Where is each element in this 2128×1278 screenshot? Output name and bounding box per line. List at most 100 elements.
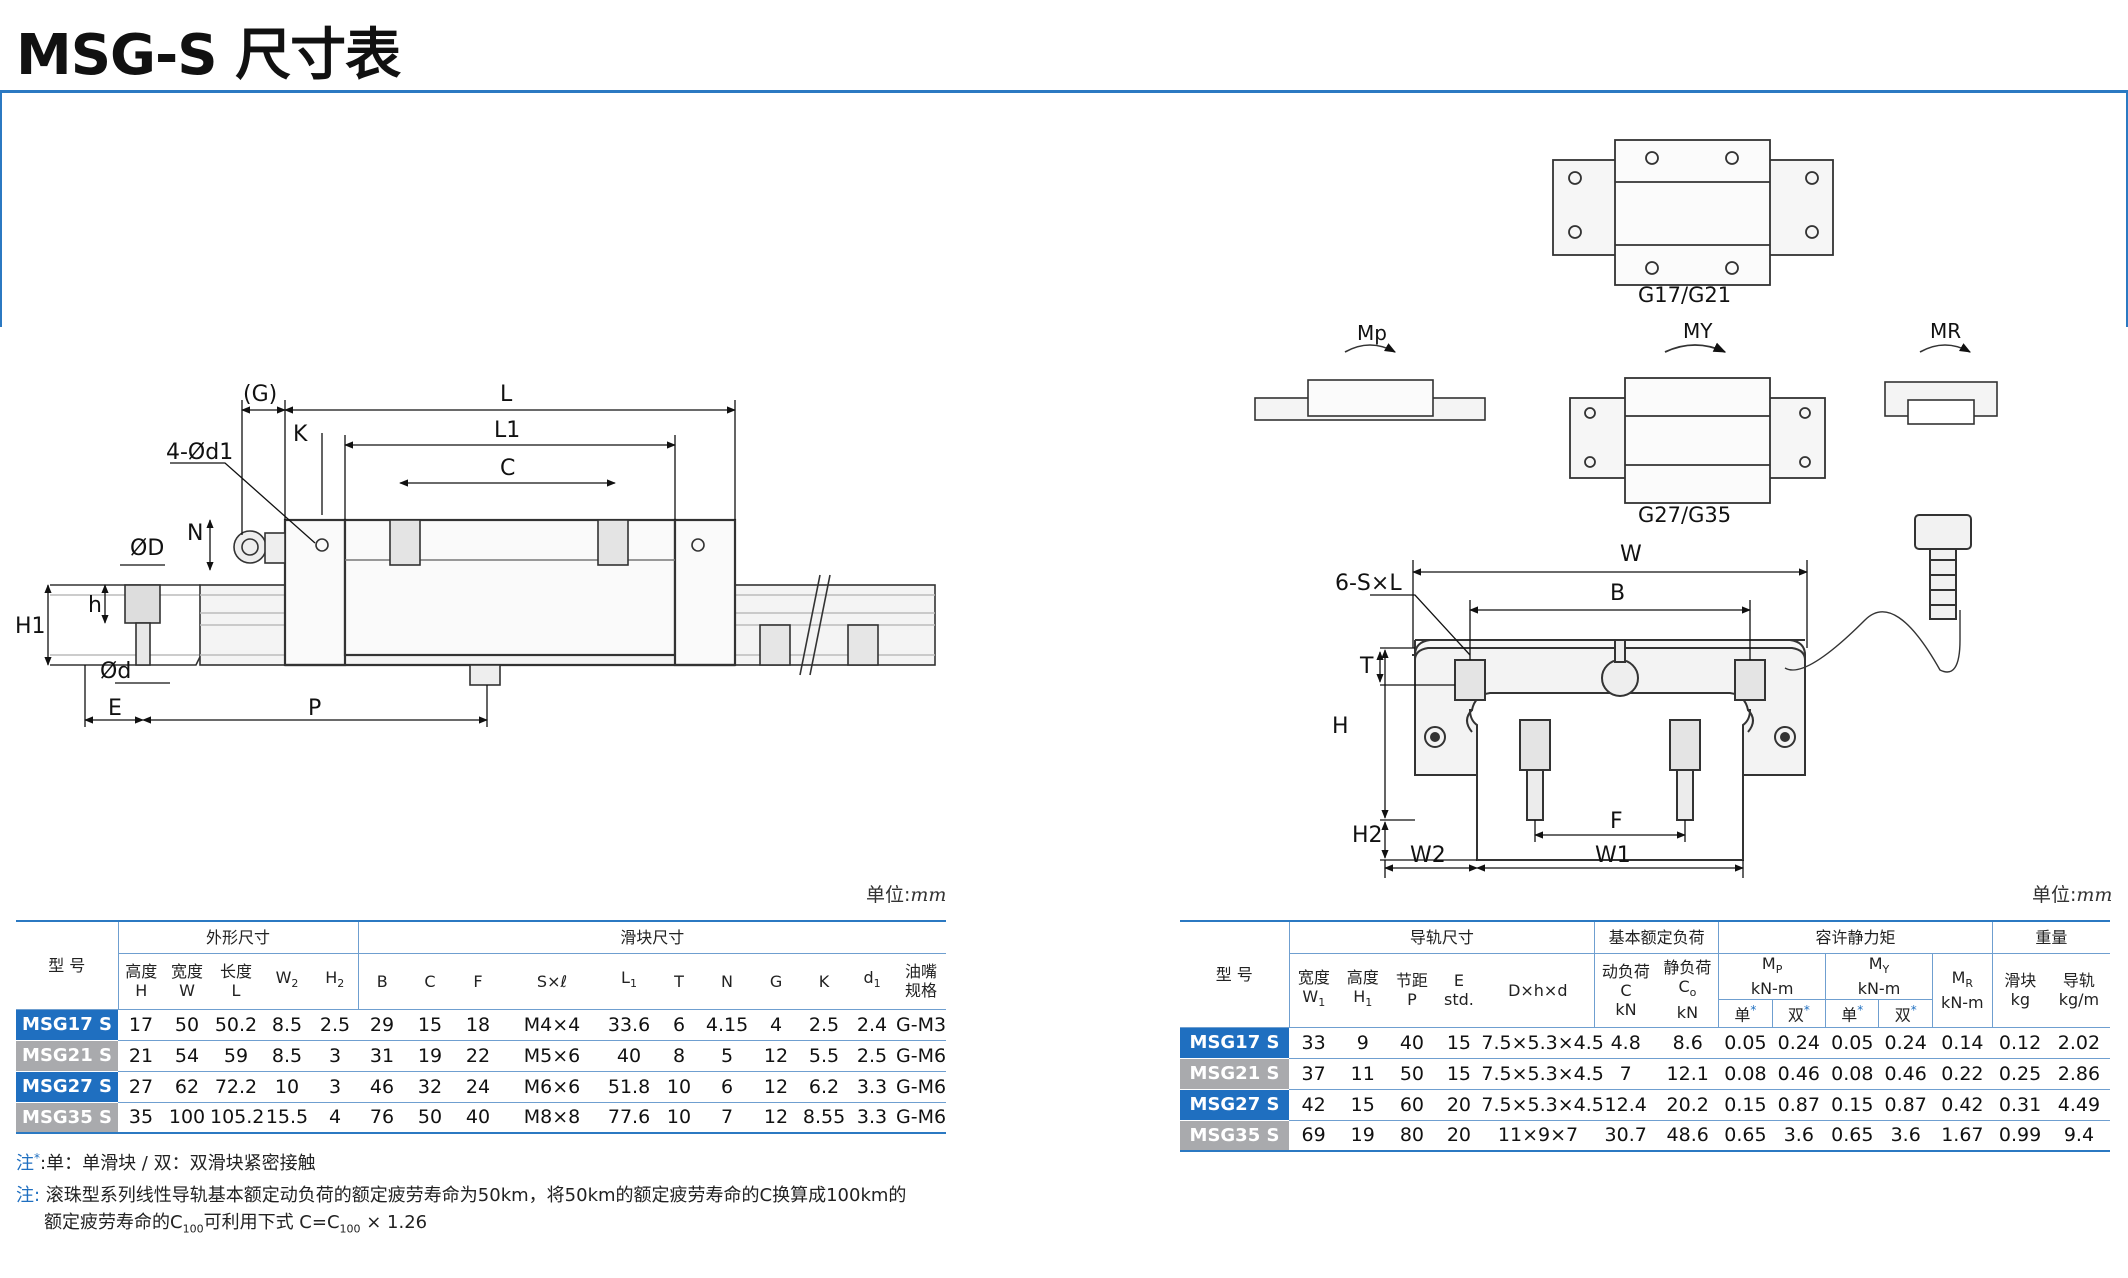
table-cell: M6×6: [502, 1071, 603, 1103]
col-dhd: D×h×d: [1481, 953, 1595, 1028]
group-header-moment: 容许静力矩: [1718, 920, 1993, 954]
dim-w-label: W: [1620, 542, 1642, 567]
table-cell: 35: [118, 1102, 164, 1134]
table-cell: G-M6: [896, 1040, 947, 1072]
table-cell: 59: [210, 1040, 262, 1072]
table-cell: 33: [1289, 1027, 1339, 1059]
table-cell: 7.5×5.3×4.5: [1481, 1089, 1604, 1121]
col-mp-double: 双*: [1771, 999, 1826, 1028]
table-cell: 6.2: [800, 1071, 849, 1103]
table-cell: 4: [752, 1009, 801, 1041]
table-cell: 10: [262, 1071, 312, 1103]
table-cell: 6: [656, 1009, 703, 1041]
table-cell: 3.3: [848, 1102, 897, 1134]
table-cell: G-M3: [896, 1009, 947, 1041]
table-cell: 8.5: [262, 1009, 312, 1041]
dim-h2-label: H2: [1352, 823, 1383, 848]
table-cell: 5: [702, 1040, 753, 1072]
table-cell: 21: [118, 1040, 164, 1072]
dim-h-cross-label: H: [1332, 714, 1349, 739]
table-cell: 0.24: [1772, 1027, 1826, 1059]
dim-sxl-label: 6-S×L: [1335, 571, 1402, 596]
model-header-right: 型 号: [1180, 920, 1290, 1028]
group-header-weight: 重量: [1991, 920, 2110, 954]
dim-g-label: (G): [243, 382, 277, 407]
table-cell: 8: [656, 1040, 703, 1072]
side-view-drawing: (G) L K 4-Ød1 L1 C N ØD h H1 Ød E P: [15, 382, 936, 727]
table-cell: 20.2: [1656, 1089, 1719, 1121]
table-cell: 8.6: [1656, 1027, 1719, 1059]
table-cell: 0.22: [1932, 1058, 1993, 1090]
dim-n-label: N: [187, 521, 203, 546]
table-cell: 7.5×5.3×4.5: [1481, 1027, 1604, 1059]
table-cell: 7.5×5.3×4.5: [1481, 1058, 1604, 1090]
dim-h-label: h: [88, 593, 102, 618]
table-cell: 33.6: [602, 1009, 657, 1041]
table-cell: 1.67: [1932, 1120, 1993, 1152]
mp-view: [1254, 343, 1486, 421]
dim-t-label: T: [1359, 654, 1374, 679]
table-cell: 0.31: [1992, 1089, 2048, 1121]
table-cell: 0.08: [1825, 1058, 1879, 1090]
table-cell: 18: [454, 1009, 503, 1041]
table-cell: 29: [358, 1009, 407, 1041]
table-cell: 2.02: [2047, 1027, 2110, 1059]
dim-f-label: F: [1610, 809, 1623, 834]
table-cell: 0.05: [1825, 1027, 1879, 1059]
table-cell: 48.6: [1656, 1120, 1719, 1152]
table-cell: 8.5: [262, 1040, 312, 1072]
group-header-block: 滑块尺寸: [357, 920, 947, 954]
model-cell: MSG35 S: [1180, 1120, 1290, 1152]
note-fatigue-life: 注: 滚珠型系列线性导轨基本额定动负荷的额定疲劳寿命为50km，将50km的额定…: [16, 1185, 907, 1236]
moment-mp-label: Mp: [1357, 321, 1387, 345]
table-cell: 15: [1436, 1027, 1482, 1059]
col-my-double: 双*: [1878, 999, 1933, 1028]
dim-w1-label: W1: [1595, 843, 1631, 868]
table-cell: 40: [454, 1102, 503, 1134]
title-underline: [0, 90, 2128, 93]
table-cell: M8×8: [502, 1102, 603, 1134]
table-cell: 9.4: [2047, 1120, 2110, 1152]
table-cell: 10: [656, 1071, 703, 1103]
col-l1: L1: [602, 953, 657, 1010]
table-cell: 15: [1338, 1089, 1388, 1121]
table-cell: 12: [752, 1040, 801, 1072]
table-cell: 15: [406, 1009, 455, 1041]
table-cell: 2.86: [2047, 1058, 2110, 1090]
model-cell: MSG35 S: [16, 1102, 118, 1134]
table-cell: 3.3: [848, 1071, 897, 1103]
table-cell: 0.42: [1932, 1089, 1993, 1121]
model-cell: MSG27 S: [16, 1071, 118, 1103]
col-g: G: [752, 953, 801, 1010]
model-cell: MSG27 S: [1180, 1089, 1290, 1121]
col-my-single: 单*: [1825, 999, 1879, 1028]
table-cell: 50: [164, 1009, 210, 1041]
table-cell: 0.65: [1825, 1120, 1879, 1152]
table-cell: 0.46: [1878, 1058, 1933, 1090]
table-cell: 50.2: [210, 1009, 262, 1041]
unit-label-right: 单位:mm: [2032, 884, 2113, 906]
page-title: MSG-S 尺寸表: [16, 23, 401, 88]
top-view-g27: [1569, 342, 1826, 504]
table-cell: 76: [358, 1102, 407, 1134]
moment-my-label: MY: [1683, 319, 1713, 343]
dim-h1-label: H1: [15, 614, 46, 639]
table-cell: 12.1: [1656, 1058, 1719, 1090]
table-cell: 7: [1594, 1058, 1657, 1090]
table-cell: 19: [406, 1040, 455, 1072]
table-cell: 5.5: [800, 1040, 849, 1072]
dim-c-label: C: [500, 456, 515, 481]
group-header-rail: 导轨尺寸: [1288, 920, 1595, 954]
